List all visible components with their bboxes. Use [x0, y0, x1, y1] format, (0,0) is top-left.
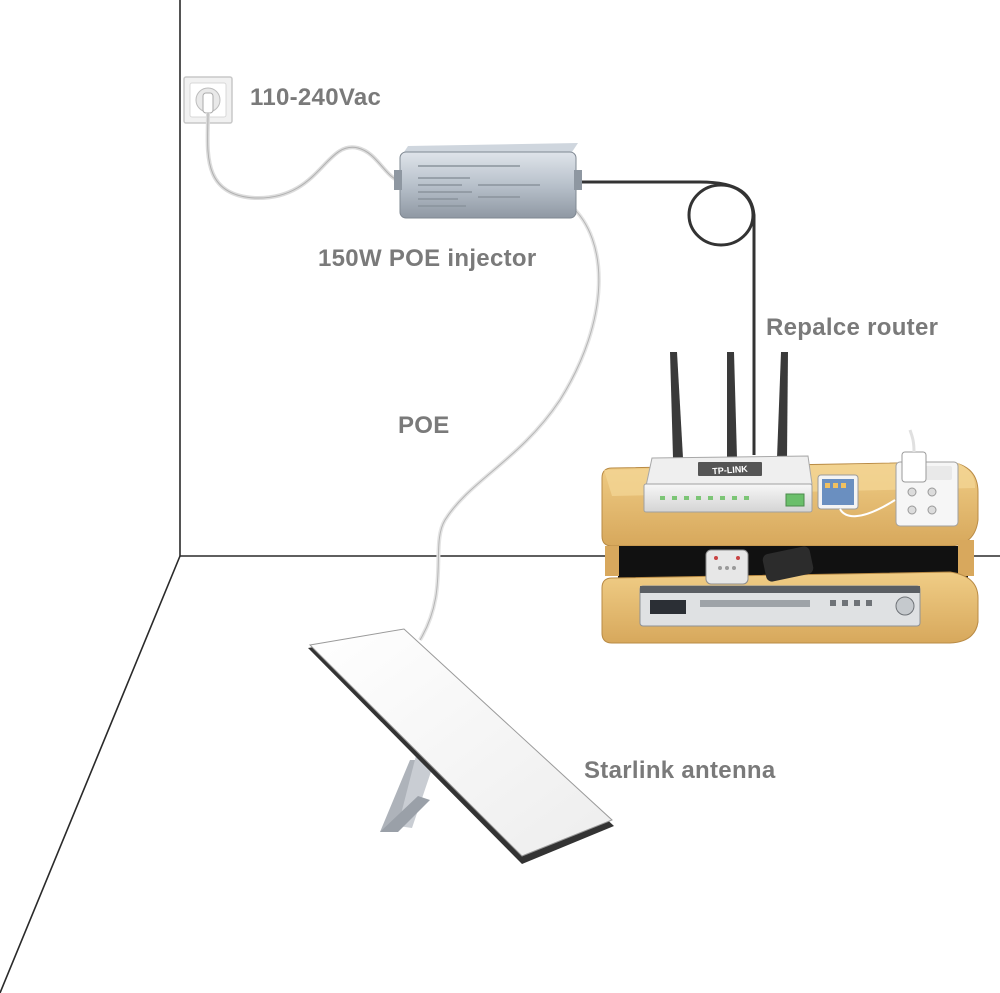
router-device: TP-LINK [643, 455, 813, 513]
power-input-label: 110-240Vac [250, 84, 382, 111]
router-antennas [670, 352, 788, 458]
router-brand-label: TP-LINK [712, 464, 749, 476]
power-strip [895, 429, 959, 527]
antenna-label: Starlink antenna [584, 757, 776, 784]
poe-injector-device [394, 143, 582, 219]
wall-outlet-icon [183, 76, 233, 124]
remote-controls [705, 546, 814, 585]
dvd-player [639, 585, 921, 627]
starlink-antenna [308, 628, 614, 864]
router-cable [575, 180, 756, 455]
smartphone [817, 474, 896, 518]
router-label: Repalce router [766, 314, 939, 341]
ac-power-cable [205, 112, 403, 201]
poe-cable-label: POE [398, 412, 450, 439]
poe-injector-label: 150W POE injector [318, 245, 537, 272]
